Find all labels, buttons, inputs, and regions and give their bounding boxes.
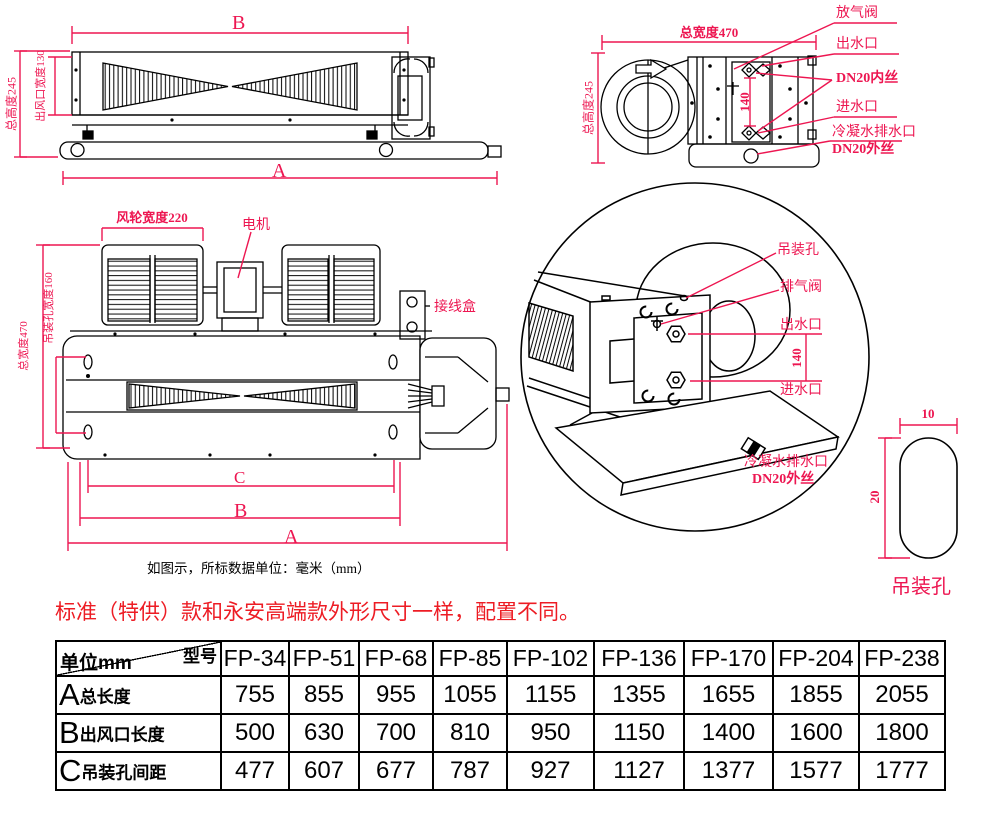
side-view-dimensions xyxy=(14,26,498,185)
detail-view-linework xyxy=(520,182,870,532)
row-label: 出风口长度 xyxy=(79,725,165,745)
hole-detail-width-label: 10 xyxy=(921,406,935,421)
value-cell: 1155 xyxy=(506,675,595,715)
model-header: FP-68 xyxy=(358,640,434,677)
detail-exhaust-valve-label: 排气阀 xyxy=(780,280,822,295)
value-cell: 1855 xyxy=(772,675,860,715)
row-header-c: C吊装孔间距 xyxy=(55,751,222,791)
corner-model-label: 型号 xyxy=(183,647,217,666)
model-header: FP-51 xyxy=(288,640,360,677)
top-view-dim-a: A xyxy=(284,526,299,548)
side-view-linework xyxy=(59,51,502,160)
row-header-b: B出风口长度 xyxy=(55,713,222,753)
value-cell: 1800 xyxy=(858,713,946,753)
value-cell: 1600 xyxy=(772,713,860,753)
top-view-motor-label: 电机 xyxy=(242,218,270,233)
table-row-total-length: A总长度 755 855 955 1055 1155 1355 1655 185… xyxy=(55,675,946,715)
value-cell: 2055 xyxy=(858,675,946,715)
side-view-dim-b: B xyxy=(232,12,246,34)
value-cell: 1777 xyxy=(858,751,946,791)
value-cell: 1377 xyxy=(683,751,774,791)
value-cell: 700 xyxy=(358,713,434,753)
side-view-dim-a: A xyxy=(272,160,287,182)
end-view-total-height-label: 总高度245 xyxy=(581,80,596,136)
top-view-fan-wheel-width-label: 风轮宽度220 xyxy=(116,210,188,225)
end-view-pipe-spacing-label: 140 xyxy=(736,92,752,112)
unit-note: 如图示，所标数据单位：毫米（mm） xyxy=(147,561,371,576)
top-view-dimensions xyxy=(36,227,508,551)
detail-water-inlet-label: 进水口 xyxy=(780,383,822,398)
detail-dn20-external-label: DN20外丝 xyxy=(752,472,815,487)
row-header-a: A总长度 xyxy=(55,675,222,715)
value-cell: 677 xyxy=(358,751,434,791)
end-view-total-width-label: 总宽度470 xyxy=(679,25,739,40)
top-view-junction-box-label: 接线盒 xyxy=(434,300,476,315)
spec-table: 型号 单位mm FP-34 FP-51 FP-68 FP-85 FP-102 F… xyxy=(55,640,946,791)
hole-detail-height-label: 20 xyxy=(866,490,882,504)
value-cell: 855 xyxy=(288,675,360,715)
hole-detail-title: 吊装孔 xyxy=(891,576,951,598)
red-heading: 标准（特供）款和永安高端款外形尺寸一样，配置不同。 xyxy=(55,600,580,624)
table-header-row: 型号 单位mm FP-34 FP-51 FP-68 FP-85 FP-102 F… xyxy=(55,640,946,677)
value-cell: 630 xyxy=(288,713,360,753)
value-cell: 1400 xyxy=(683,713,774,753)
end-view-water-outlet-label: 出水口 xyxy=(836,37,878,52)
detail-hanging-hole-label: 吊装孔 xyxy=(777,243,819,258)
model-header: FP-102 xyxy=(506,640,595,677)
top-view-hanging-hole-width-label: 吊装孔宽度160 xyxy=(42,272,55,344)
value-cell: 1127 xyxy=(593,751,685,791)
top-view-linework xyxy=(62,244,510,460)
side-view-total-height-label: 总高度245 xyxy=(4,76,19,132)
end-view-dn20-internal-label: DN20内丝 xyxy=(836,71,899,86)
model-header: FP-85 xyxy=(432,640,508,677)
model-header: FP-170 xyxy=(683,640,774,677)
value-cell: 1055 xyxy=(432,675,508,715)
value-cell: 950 xyxy=(506,713,595,753)
top-view-dim-c: C xyxy=(234,468,246,487)
value-cell: 477 xyxy=(220,751,290,791)
corner-unit-label: 单位mm xyxy=(60,653,132,674)
end-view-dimensions xyxy=(591,22,902,164)
row-letter: C xyxy=(59,753,82,788)
table-row-hole-spacing: C吊装孔间距 477 607 677 787 927 1127 1377 157… xyxy=(55,751,946,791)
end-view-condensate-drain-label: 冷凝水排水口 xyxy=(832,125,916,140)
end-view-linework xyxy=(600,55,820,168)
end-view-air-release-valve-label: 放气阀 xyxy=(836,6,878,21)
hole-detail-linework xyxy=(878,418,958,559)
end-view-dn20-external-label: DN20外丝 xyxy=(832,142,895,157)
value-cell: 927 xyxy=(506,751,595,791)
row-label: 总长度 xyxy=(79,687,131,707)
value-cell: 787 xyxy=(432,751,508,791)
row-letter: A xyxy=(59,677,80,712)
value-cell: 955 xyxy=(358,675,434,715)
value-cell: 810 xyxy=(432,713,508,753)
value-cell: 755 xyxy=(220,675,290,715)
row-letter: B xyxy=(59,715,80,750)
model-header: FP-238 xyxy=(858,640,946,677)
detail-view-leaders xyxy=(660,252,822,382)
table-corner-cell: 型号 单位mm xyxy=(55,640,222,677)
end-view-water-inlet-label: 进水口 xyxy=(836,100,878,115)
detail-water-outlet-label: 出水口 xyxy=(780,318,822,333)
top-view-total-width-label: 总宽度470 xyxy=(17,321,30,371)
value-cell: 607 xyxy=(288,751,360,791)
detail-pipe-spacing-label: 140 xyxy=(788,348,804,368)
value-cell: 1355 xyxy=(593,675,685,715)
value-cell: 1655 xyxy=(683,675,774,715)
side-view-outlet-width-label: 出风口宽度130 xyxy=(34,50,47,122)
value-cell: 500 xyxy=(220,713,290,753)
model-header: FP-34 xyxy=(220,640,290,677)
table-row-outlet-length: B出风口长度 500 630 700 810 950 1150 1400 160… xyxy=(55,713,946,753)
model-header: FP-136 xyxy=(593,640,685,677)
value-cell: 1150 xyxy=(593,713,685,753)
model-header: FP-204 xyxy=(772,640,860,677)
value-cell: 1577 xyxy=(772,751,860,791)
top-view-dim-b: B xyxy=(234,500,248,522)
detail-condensate-drain-label: 冷凝水排水口 xyxy=(744,455,828,470)
row-label: 吊装孔间距 xyxy=(81,763,167,783)
